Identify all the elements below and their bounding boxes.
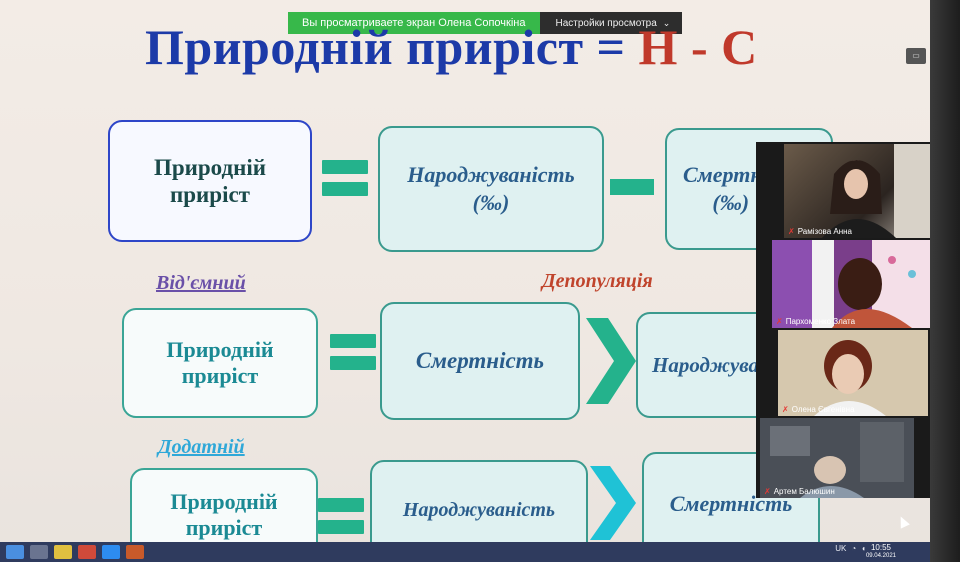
clock[interactable]: 10:55 09.04.2021	[866, 544, 896, 560]
natural-growth-box-negative: Природній приріст	[122, 308, 318, 418]
natural-growth-box: Природній приріст	[108, 120, 312, 242]
taskbar: UK ◔ ◖ 10:55 09.04.2021	[0, 542, 930, 562]
participant-tile[interactable]: ✗Пархоменко Злата	[772, 240, 932, 328]
start-icon[interactable]	[6, 545, 24, 559]
view-options-button[interactable]: ▭	[906, 48, 926, 64]
equals-sign-negative	[330, 334, 376, 378]
search-icon[interactable]	[30, 545, 48, 559]
birth-rate-box-negative: Народжува	[636, 312, 776, 418]
birth-rate-box: Народжуваність (‰)	[378, 126, 604, 252]
view-settings-button[interactable]: Настройки просмотра ⌄	[539, 12, 683, 34]
participant-video	[822, 144, 942, 238]
participant-name: Рамізова Анна	[797, 227, 852, 236]
mortality-box-negative: Смертність	[380, 302, 580, 420]
participant-name: Артем Балюшин	[773, 487, 835, 496]
participant-video	[778, 330, 928, 416]
greater-than-icon-positive	[590, 466, 636, 540]
mic-muted-icon: ✗	[782, 405, 789, 414]
participant-video	[772, 240, 932, 328]
mic-muted-icon: ✗	[764, 487, 771, 496]
birth-rate-label-positive: Народжуваність	[402, 499, 556, 521]
sharing-status-text: Вы просматриваете экран Олена Сопочкіна	[288, 12, 540, 34]
participant-tile[interactable]: ✗Артем Балюшин	[760, 418, 914, 498]
mortality-label-negative: Смертність	[415, 348, 545, 373]
title-formula: Н - С	[638, 19, 758, 75]
participant-name: Пархоменко Злата	[785, 317, 856, 326]
clock-time: 10:55	[870, 543, 891, 552]
participant-name: Олена Євгенівна	[791, 405, 855, 414]
natural-growth-label: Природній приріст	[153, 155, 267, 207]
mic-muted-icon: ✗	[776, 317, 783, 326]
folder-icon[interactable]	[54, 545, 72, 559]
monitor-bezel	[930, 0, 960, 562]
equals-sign-positive	[318, 498, 364, 542]
positive-label: Додатній	[158, 436, 245, 458]
clock-date: 09.04.2021	[865, 553, 896, 559]
chevron-down-icon: ⌄	[662, 18, 671, 28]
greater-than-icon	[586, 318, 636, 404]
participant-video	[760, 418, 914, 498]
participant-tile[interactable]: ✗Рамізова Анна	[784, 144, 942, 238]
natural-growth-label-positive: Природній приріст	[170, 489, 278, 540]
title-main: Природній приріст =	[145, 19, 639, 75]
mouse-cursor	[896, 514, 910, 529]
minus-sign	[610, 179, 654, 195]
zoom-icon[interactable]	[102, 545, 120, 559]
language-indicator[interactable]: UK	[835, 544, 847, 553]
system-tray: UK ◔ ◖	[835, 544, 866, 553]
powerpoint-icon[interactable]	[126, 545, 144, 559]
view-settings-label: Настройки просмотра	[555, 18, 657, 29]
depopulation-label: Депопуляція	[542, 270, 653, 292]
volume-icon[interactable]: ◖	[861, 544, 866, 553]
screen-share-bar: Вы просматриваете экран Олена Сопочкіна …	[288, 12, 683, 34]
equals-sign	[322, 160, 368, 204]
negative-label: Від'ємний	[156, 272, 246, 294]
slide-title: Природній приріст = Н - С	[145, 18, 758, 76]
browser-icon[interactable]	[78, 545, 96, 559]
birth-rate-label: Народжуваність (‰)	[407, 162, 575, 215]
birth-rate-label-negative: Народжува	[652, 353, 760, 377]
participants-panel: ✗Рамізова Анна ✗Пархоменко Злата ✗Олена …	[756, 142, 944, 498]
network-icon[interactable]: ◔	[851, 544, 857, 553]
participant-tile[interactable]: ✗Олена Євгенівна	[778, 330, 928, 416]
natural-growth-label-negative: Природній приріст	[166, 337, 274, 388]
mic-muted-icon: ✗	[788, 227, 795, 236]
